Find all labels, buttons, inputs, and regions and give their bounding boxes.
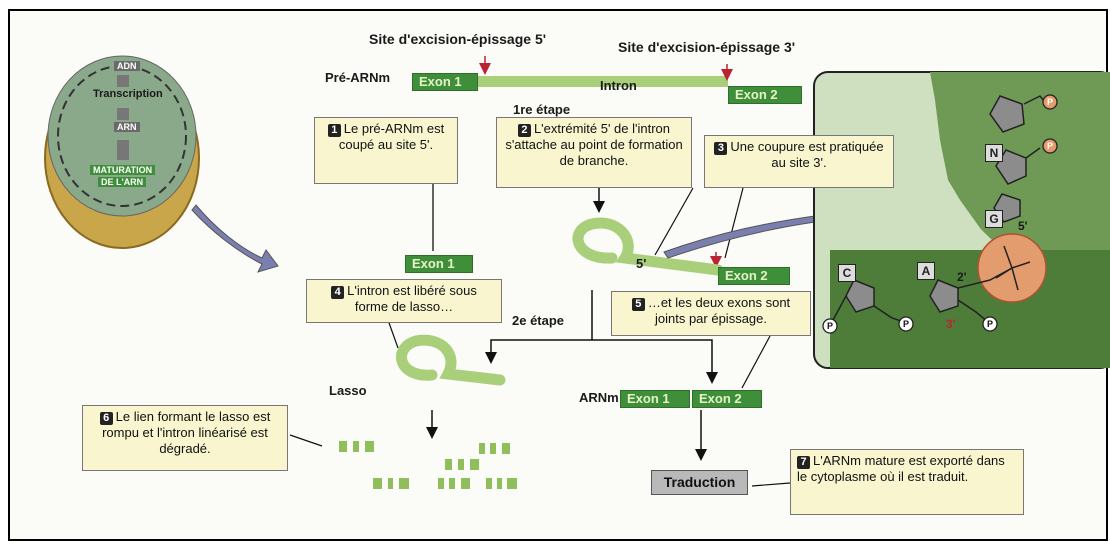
inset-phosphate-5: P [986, 319, 993, 329]
maturation-label-line1: MATURATION [90, 165, 156, 175]
adn-label: ADN [114, 61, 140, 71]
arnm-label: ARNm [579, 390, 619, 405]
branch-left [485, 339, 592, 364]
transcription-label: Transcription [93, 88, 163, 100]
callout-7-number: 7 [797, 456, 810, 469]
callout-4-text: L'intron est libéré sous forme de lasso… [347, 283, 477, 314]
inset-nucleotide-n: N [985, 144, 1003, 162]
callout-5-text: …et les deux exons sont joints par épiss… [647, 295, 791, 326]
inset-phosphate-2: P [1046, 141, 1053, 151]
pre-arnm-exon1: Exon 1 [412, 73, 478, 91]
nucleus-cell [44, 55, 200, 249]
pre-arnm-label: Pré-ARNm [325, 70, 391, 85]
maturation-label-line2: DE L'ARN [98, 177, 147, 187]
inset-phosphate-4: P [902, 319, 909, 329]
callout2-leader [654, 187, 694, 256]
pre-arnm-exon2: Exon 2 [728, 86, 802, 104]
cell-arrow [191, 204, 279, 273]
released-lasso [396, 334, 506, 386]
callout-5-number: 5 [631, 298, 645, 311]
chemical-inset [813, 71, 1110, 369]
callout-4-number: 4 [331, 286, 345, 299]
callout-2-text: L'extrémité 5' de l'intron s'attache au … [505, 121, 683, 168]
inset-phosphate-3: P [826, 321, 833, 331]
five-prime-label: 5' [636, 256, 647, 271]
inset-two-prime: 2' [957, 270, 967, 284]
site3-label: Site d'excision-épissage 3' [618, 39, 796, 55]
callout6-leader [289, 434, 323, 447]
callout-5: 5…et les deux exons sont joints par épis… [611, 291, 811, 336]
callout-6-number: 6 [99, 412, 113, 425]
callout-2-number: 2 [517, 124, 531, 137]
inset-nucleotide-c: C [838, 264, 856, 282]
traduction-box: Traduction [651, 470, 748, 495]
intron-label: Intron [600, 78, 637, 93]
callout-1-text: Le pré-ARNm est coupé au site 5'. [338, 121, 445, 152]
callout-1-number: 1 [327, 124, 341, 137]
inset-three-prime: 3' [946, 317, 956, 331]
callout4-leader [387, 319, 399, 349]
arn-label: ARN [114, 122, 140, 132]
inset-nucleotide-g: G [985, 210, 1003, 228]
mature-exon2: Exon 2 [692, 390, 762, 408]
callout-3-number: 3 [714, 142, 728, 155]
cut-exon1: Exon 1 [405, 255, 473, 273]
zoom-arrow [663, 205, 837, 259]
etape2-label: 2e étape [512, 313, 565, 328]
callout-3-text: Une coupure est pratiquée au site 3'. [730, 139, 884, 170]
callout-7-text: L'ARNm mature est exporté dans le cytopl… [797, 453, 1005, 484]
forming-lariat [572, 217, 724, 276]
callout7-leader [751, 482, 791, 487]
cut-exon2: Exon 2 [718, 267, 790, 285]
inset-nucleotide-a: A [917, 262, 935, 280]
branch-right [592, 339, 718, 384]
inset-phosphate-1: P [1046, 97, 1053, 107]
mature-exon1: Exon 1 [620, 390, 690, 408]
lasso-label: Lasso [329, 383, 367, 398]
intron-bar [478, 76, 728, 87]
degraded-fragments [339, 441, 517, 489]
inset-five-prime: 5' [1018, 219, 1028, 233]
etape1-label: 1re étape [513, 102, 571, 117]
site5-label: Site d'excision-épissage 5' [369, 31, 547, 47]
callout-6-text: Le lien formant le lasso est rompu et l'… [102, 409, 271, 456]
callout5-leader [741, 335, 771, 389]
callout3-leader [724, 187, 744, 259]
